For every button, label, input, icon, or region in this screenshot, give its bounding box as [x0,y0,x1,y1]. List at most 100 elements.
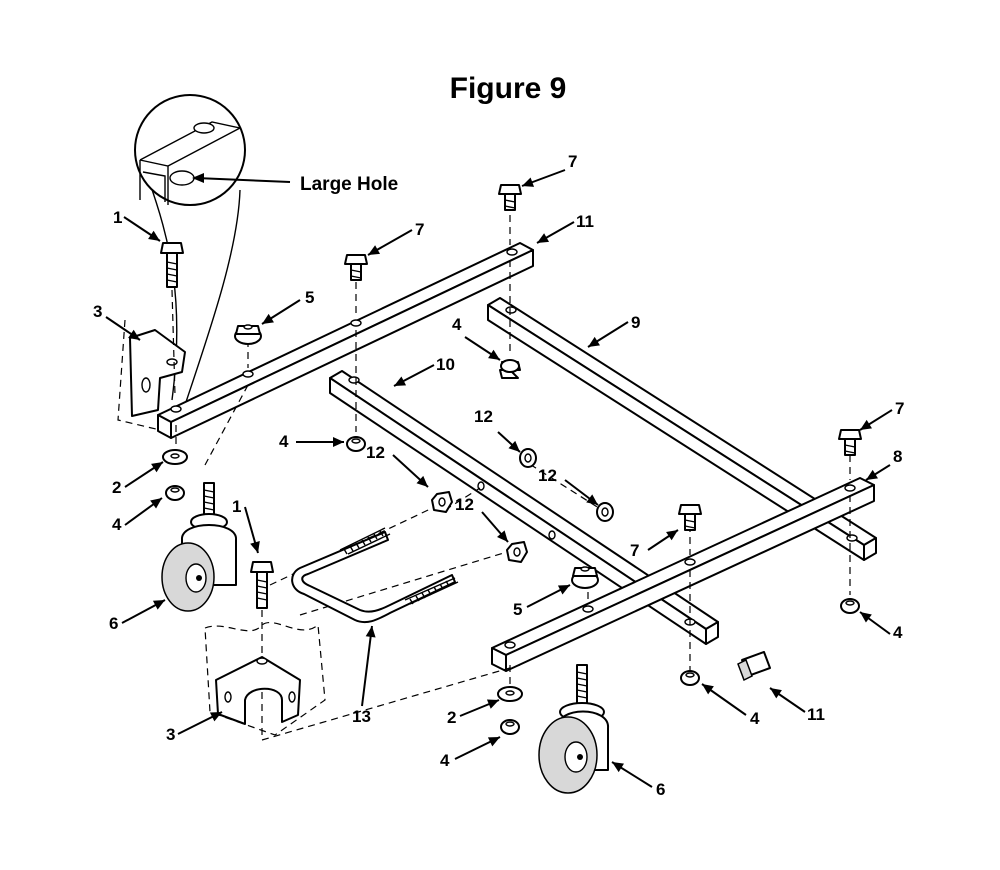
end-cap-11 [737,651,771,682]
callout-12-d: 12 [455,495,474,514]
callouts: 1 1 2 2 3 3 4 4 4 4 4 4 5 5 6 6 7 7 7 7 … [93,152,904,799]
arrowhead [368,245,381,255]
nut-12-b [596,502,614,522]
arrowhead [702,684,714,695]
arrowhead [150,498,162,509]
arrowhead [250,541,260,553]
callout-10: 10 [436,355,455,374]
caster-6-left [161,482,238,612]
callout-12-b: 12 [366,443,385,462]
flange-nut-5-a [234,324,262,345]
nut-12-c [431,491,453,513]
callout-13: 13 [352,707,371,726]
arrowhead [151,462,163,473]
arrowhead [586,494,598,505]
callout-3-bottom: 3 [166,725,175,744]
arrowhead [486,699,499,709]
arrowhead [557,585,570,595]
detail-magnifier: Large Hole [134,94,398,403]
bolt-7-d [678,504,702,531]
callout-1-bottom: 1 [232,497,241,516]
callout-4-d: 4 [893,623,903,642]
nut-4-f [500,719,520,735]
arrowhead [866,469,878,480]
leader-lines [105,169,893,788]
callout-4-e: 4 [750,709,760,728]
callout-6-right: 6 [656,780,665,799]
callout-6-left: 6 [109,614,118,633]
arrowhead [860,419,872,430]
callout-7-c: 7 [895,399,904,418]
bolt-7-a [344,254,368,281]
washer-2-b [497,686,523,702]
callout-5-top: 5 [305,288,314,307]
callout-7-d: 7 [630,541,639,560]
arrowhead [152,600,165,610]
flange-nut-5-b [571,566,599,589]
figure-title: Figure 9 [450,72,567,105]
arrowhead [416,475,428,487]
arrowhead [365,626,376,638]
bar-9 [487,297,877,561]
callout-1-top: 1 [113,208,122,227]
callout-4-a: 4 [452,315,462,334]
arrowhead [666,530,678,541]
arrowhead [487,737,500,747]
nut-4-d [840,598,860,614]
callout-4-b: 4 [279,432,289,451]
arrowhead [128,329,140,340]
callout-7-b: 7 [415,220,424,239]
callout-5-bottom: 5 [513,600,522,619]
callout-9: 9 [631,313,640,332]
arrowhead [497,530,508,542]
bar-8 [491,477,875,672]
arrowhead [209,712,222,722]
callout-11-bottom: 11 [807,705,825,724]
arrowhead [588,336,600,347]
arrowhead [522,177,535,187]
callout-12-a: 12 [474,407,493,426]
rear-bracket [117,319,186,431]
nut-4-b [346,436,366,452]
u-bolt-13 [291,527,459,624]
callout-2-left: 2 [112,478,121,497]
arrowhead [262,313,274,324]
arrowhead [860,612,872,623]
arrowhead [612,762,624,773]
arrowhead [333,437,344,447]
nut-12-a [519,448,537,468]
arrowhead [488,349,500,360]
large-hole-label: Large Hole [300,174,398,195]
bolt-1-top [160,242,184,288]
nut-4-a [499,359,521,379]
arrowhead [148,230,160,241]
callout-4-f: 4 [440,751,450,770]
arrowhead [770,688,782,699]
callout-12-c: 12 [538,466,557,485]
bolt-1-bottom [250,561,274,609]
bar-10 [329,370,719,645]
front-bracket [204,622,326,736]
arrowhead [508,440,520,452]
bolt-7-c [838,429,862,456]
bar-11 [157,242,534,439]
caster-6-right [538,664,610,794]
callout-4-c: 4 [112,515,122,534]
arrowhead [192,173,204,183]
arrowhead [537,233,550,243]
leader-line [361,625,373,707]
callout-7-a: 7 [568,152,577,171]
callout-11-top: 11 [576,212,594,231]
large-hole-leader [195,177,291,183]
callout-3-top: 3 [93,302,102,321]
washer-2-a [162,449,188,465]
nut-4-c [165,485,185,501]
callout-2-right: 2 [447,708,456,727]
callout-8: 8 [893,447,902,466]
nut-4-e [680,670,700,686]
nut-12-d [506,541,528,563]
arrowhead [394,376,407,386]
bolt-7-b [498,184,522,211]
